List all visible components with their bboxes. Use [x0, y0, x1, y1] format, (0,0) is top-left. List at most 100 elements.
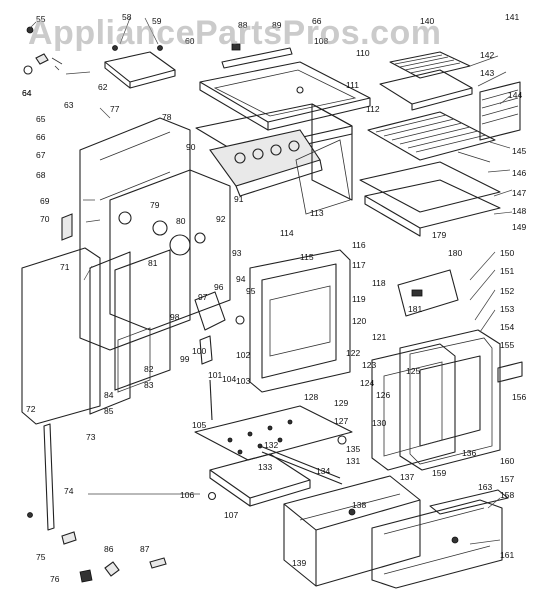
- callout-label: 79: [150, 200, 160, 210]
- callout-label: 88: [238, 20, 248, 30]
- callout-label: 65: [36, 114, 46, 124]
- callout-label: 66: [36, 132, 46, 142]
- part-oven-door-inner: [371, 343, 456, 471]
- callout-label: 83: [144, 380, 154, 390]
- part-strip-74: [43, 423, 55, 531]
- callout-label: 110: [356, 48, 370, 58]
- callout-label: 181: [408, 304, 422, 314]
- part-control-panel: [209, 129, 323, 197]
- callout-label: 91: [234, 194, 244, 204]
- callout-label: 84: [104, 390, 114, 400]
- callout-label: 132: [264, 440, 278, 450]
- callout-label: 94: [236, 274, 246, 284]
- callout-label: 179: [432, 230, 446, 240]
- callout-label: 130: [372, 418, 386, 428]
- callout-label: 70: [40, 214, 50, 224]
- callout-label: 64: [22, 88, 32, 98]
- callout-label: 153: [500, 304, 514, 314]
- callout-label: 113: [310, 208, 324, 218]
- part-left-side-panel: [21, 247, 131, 425]
- callout-label: 76: [50, 574, 60, 584]
- part-hinge-small: [23, 26, 63, 75]
- callout-label: 90: [186, 142, 196, 152]
- callout-label: 77: [110, 104, 120, 114]
- callout-label: 133: [258, 462, 272, 472]
- callout-label: 85: [104, 406, 114, 416]
- callout-label: 59: [152, 16, 162, 26]
- part-oven-rack-upper: [367, 111, 496, 161]
- callout-label: 137: [400, 472, 414, 482]
- callout-label: 135: [346, 444, 360, 454]
- callout-label: 80: [176, 216, 186, 226]
- callout-label: 62: [98, 82, 108, 92]
- part-backguard: [221, 43, 293, 69]
- callout-label: 149: [512, 222, 526, 232]
- callout-label: 154: [500, 322, 514, 332]
- part-storage-drawer: [283, 475, 421, 587]
- leader-lines: [29, 17, 513, 545]
- callout-label: 155: [500, 340, 514, 350]
- callout-label: 146: [512, 168, 526, 178]
- callout-label: 161: [500, 550, 514, 560]
- part-drawer-front: [371, 489, 509, 589]
- part-cooktop: [199, 61, 371, 131]
- callout-label: 114: [280, 228, 294, 238]
- callout-label: 63: [64, 100, 74, 110]
- callout-label: 118: [372, 278, 386, 288]
- callout-label: 139: [292, 558, 306, 568]
- callout-label: 67: [36, 150, 46, 160]
- callout-label: 158: [500, 490, 514, 500]
- callout-label: 144: [508, 90, 522, 100]
- callout-label: 116: [352, 240, 366, 250]
- callout-label: 98: [170, 312, 180, 322]
- callout-label: 108: [314, 36, 328, 46]
- callout-label: 96: [214, 282, 224, 292]
- callout-label: 93: [232, 248, 242, 258]
- callout-label: 111: [346, 80, 359, 90]
- part-valve-assembly: [194, 291, 245, 421]
- callout-label: 131: [346, 456, 360, 466]
- part-side-panel-144: [479, 81, 521, 141]
- callout-label: 120: [352, 316, 366, 326]
- callout-label: 73: [86, 432, 96, 442]
- callout-label: 58: [122, 12, 132, 22]
- callout-label: 126: [376, 390, 390, 400]
- part-small-fittings: [27, 491, 217, 583]
- callout-label: 136: [462, 448, 476, 458]
- callout-label: 100: [192, 346, 206, 356]
- callout-label: 128: [304, 392, 318, 402]
- callout-label: 102: [236, 350, 250, 360]
- callout-label: 140: [420, 16, 434, 26]
- callout-label: 74: [64, 486, 74, 496]
- callout-label: 138: [352, 500, 366, 510]
- callout-label: 89: [272, 20, 282, 30]
- callout-label: 142: [480, 50, 494, 60]
- callout-label: 143: [480, 68, 494, 78]
- callout-label: 145: [512, 146, 526, 156]
- callout-label: 180: [448, 248, 462, 258]
- part-oven-rack-lower: [359, 151, 501, 237]
- callout-label: 115: [300, 252, 314, 262]
- part-door-hinges: [397, 269, 459, 317]
- callout-label: 75: [36, 552, 46, 562]
- callout-label: 127: [334, 416, 348, 426]
- callout-label: 68: [36, 170, 46, 180]
- callout-label: 117: [352, 260, 366, 270]
- callout-label: 97: [198, 292, 208, 302]
- callout-label: 124: [360, 378, 374, 388]
- callout-label: 157: [500, 474, 514, 484]
- callout-label: 101: [208, 370, 222, 380]
- callout-label: 147: [512, 188, 526, 198]
- part-oven-door-outer: [399, 329, 501, 471]
- callout-label: 64: [22, 88, 32, 98]
- callout-label: 106: [180, 490, 194, 500]
- callout-label: 112: [366, 104, 380, 114]
- callout-label: 107: [224, 510, 238, 520]
- callout-label: 103: [236, 376, 250, 386]
- part-oven-bottom: [194, 405, 353, 461]
- part-bracket-70: [61, 213, 73, 241]
- callout-label: 69: [40, 196, 50, 206]
- callout-label: 125: [406, 366, 420, 376]
